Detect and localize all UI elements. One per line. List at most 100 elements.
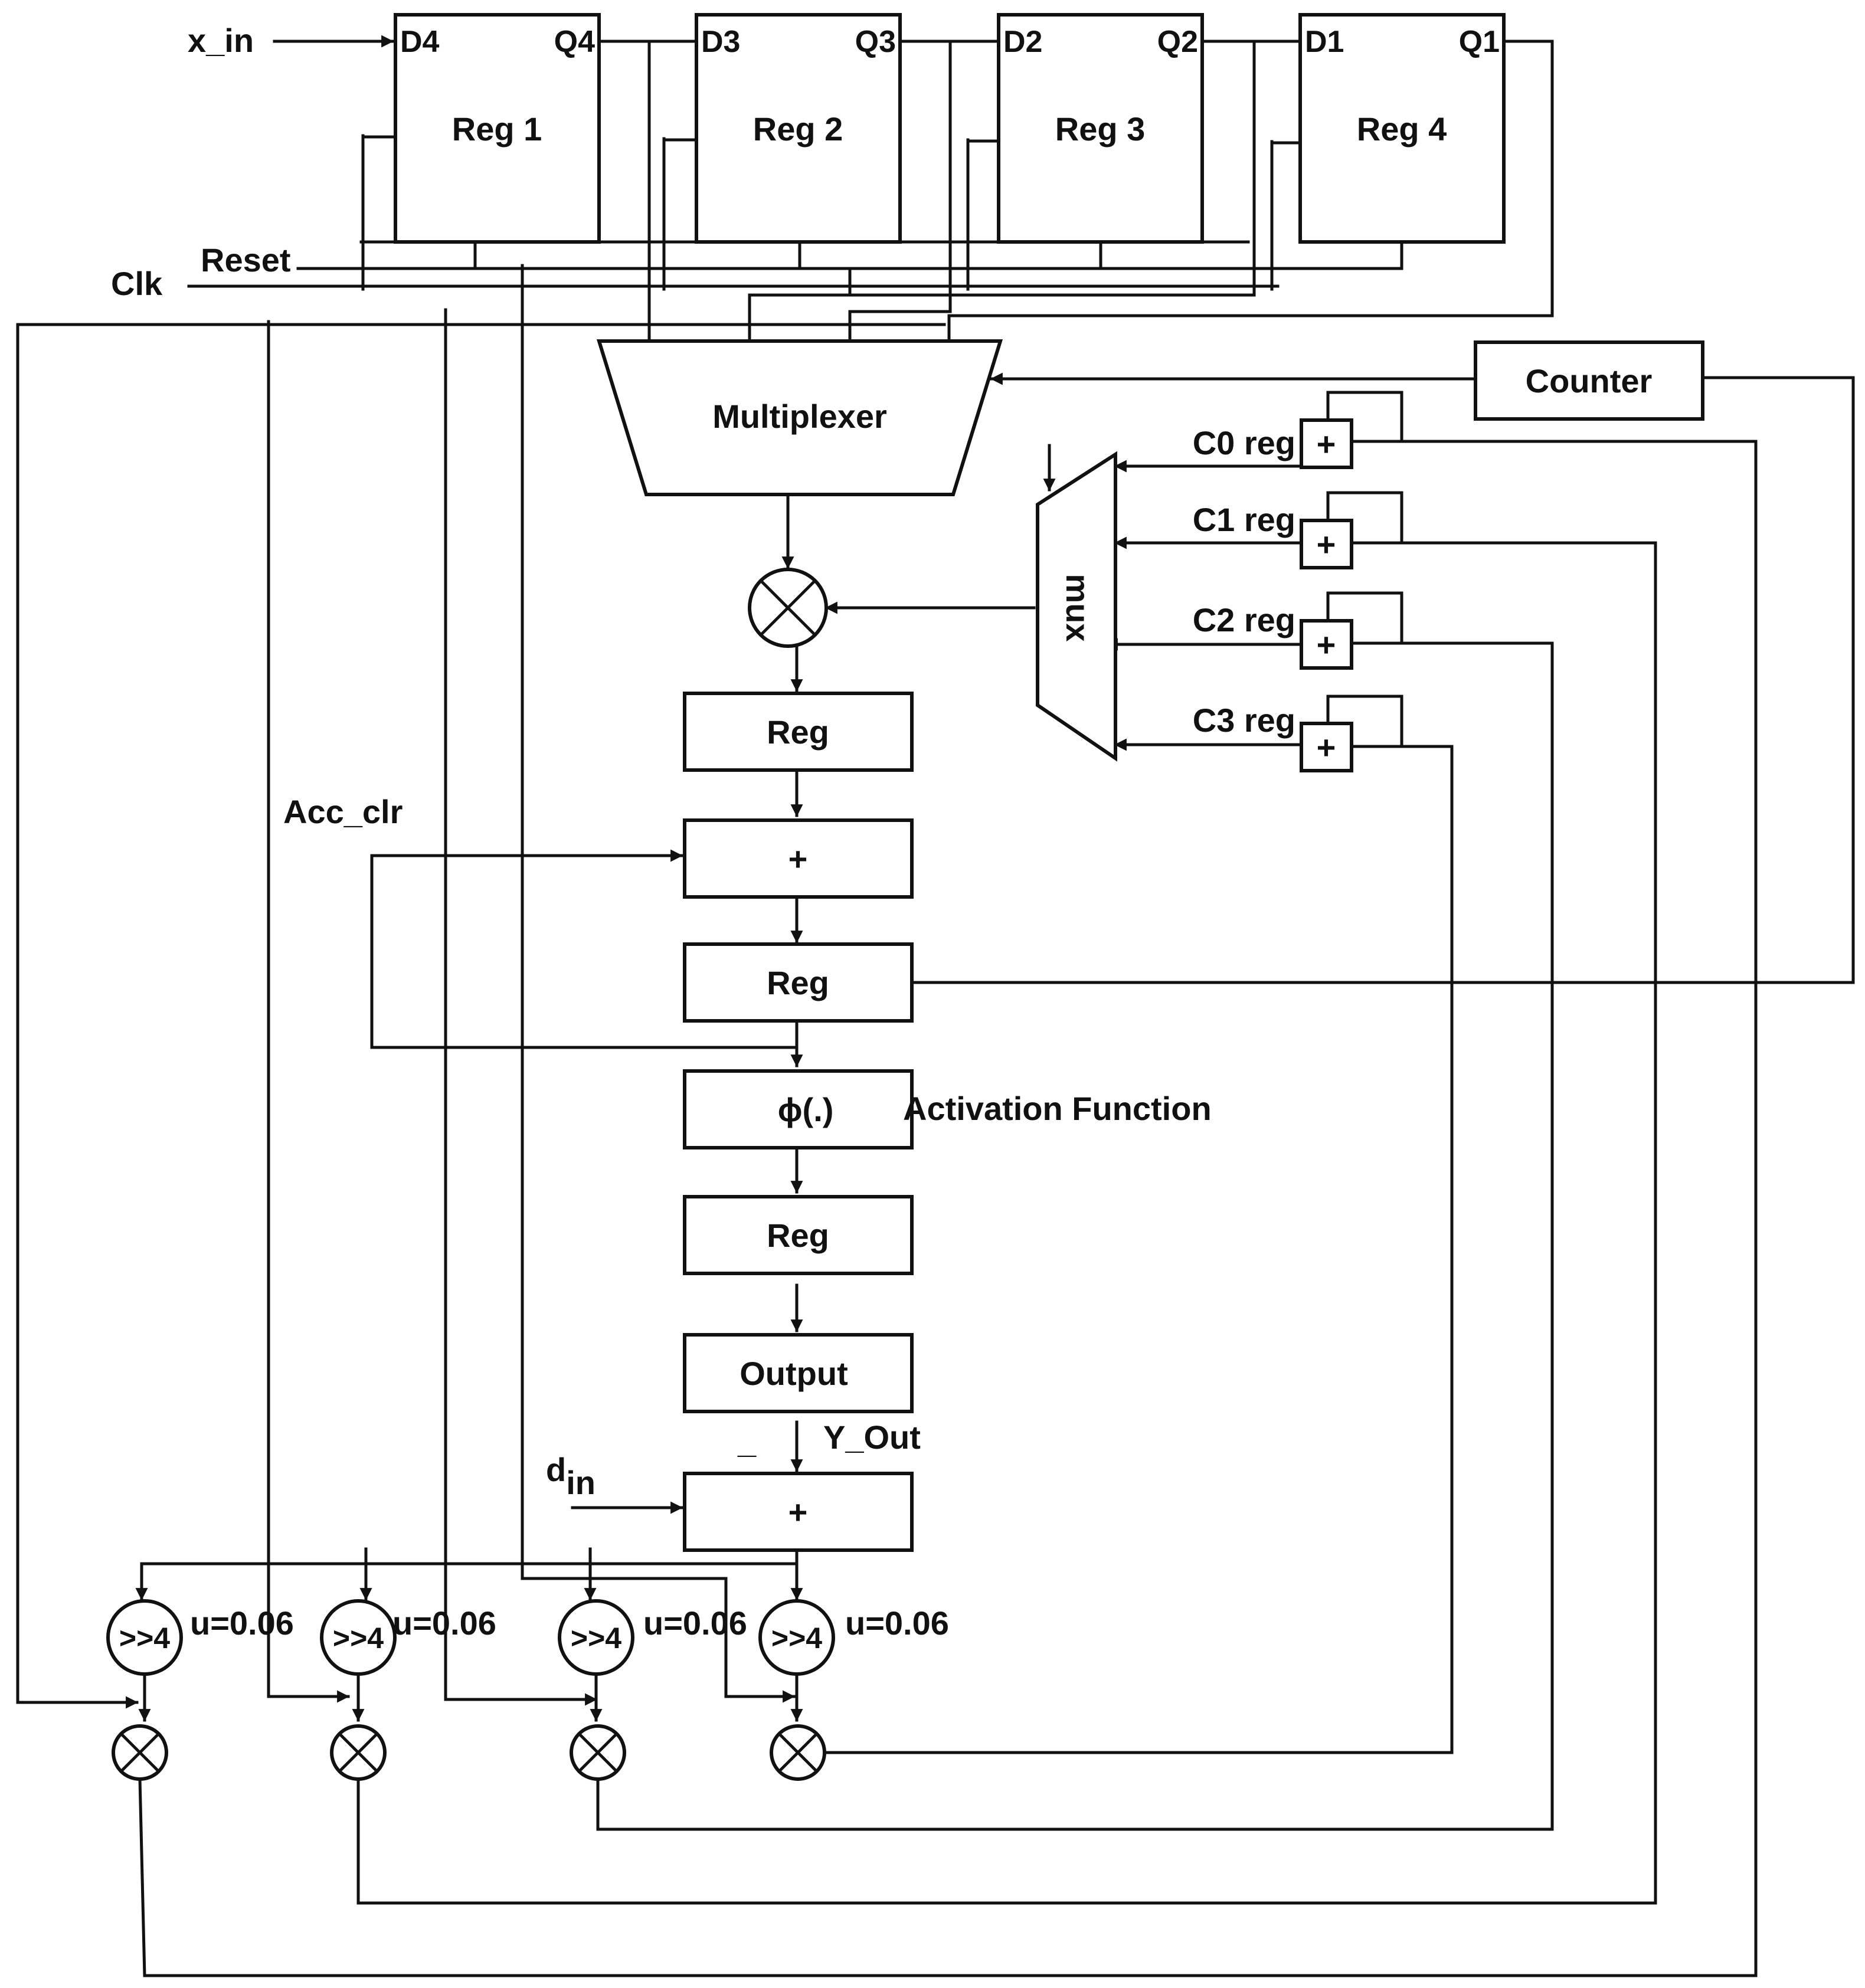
rail-tap-3 xyxy=(444,308,598,1706)
c3-adder-sign: + xyxy=(1317,729,1336,766)
register-reg-2-label: Reg 2 xyxy=(753,110,843,148)
wire-acc-clr-loop xyxy=(370,854,799,1049)
pipeline-reg-3-label: Reg xyxy=(767,1217,829,1254)
register-reg-2-q-pin: Q3 xyxy=(855,25,896,59)
mu-label-4: u=0.06 xyxy=(845,1604,949,1642)
rail-tap-1 xyxy=(16,323,139,1709)
wire-return-c1 xyxy=(356,541,1657,1905)
coefficient-c3: + C3 reg xyxy=(1193,702,1353,772)
rail-tap-4 xyxy=(521,264,796,1703)
d-in-main: d xyxy=(546,1451,566,1488)
register-reg-2-body xyxy=(695,13,902,244)
register-reg-2-d-pin: D3 xyxy=(701,25,740,59)
mu-label-1: u=0.06 xyxy=(190,1604,294,1642)
wire-return-c0 xyxy=(138,440,1758,1977)
activation-function-label: Activation Function xyxy=(903,1090,1212,1127)
y-out-bar: _ xyxy=(737,1423,757,1460)
shift-unit-1-label: >>4 xyxy=(119,1622,170,1655)
register-reg-4-body xyxy=(1298,13,1506,244)
c0-adder xyxy=(1300,418,1353,469)
register-reg-1: D4 Q4 Reg 1 xyxy=(394,13,601,244)
coefficient-c2: + C2 reg xyxy=(1193,601,1353,670)
pipeline-reg-1-label: Reg xyxy=(767,713,829,751)
rail-tap-2 xyxy=(267,320,350,1703)
register-reg-4-q-pin: Q1 xyxy=(1459,25,1500,59)
register-reg-4-d-pin: D1 xyxy=(1305,25,1344,59)
loop-c3 xyxy=(1326,695,1403,748)
pipeline-reg-2-label: Reg xyxy=(767,964,829,1001)
update-multiplier-3 xyxy=(570,1724,626,1781)
acc-clr-label: Acc_clr xyxy=(283,793,403,830)
loop-c0 xyxy=(1326,391,1403,443)
c1-adder-sign: + xyxy=(1317,526,1336,563)
reset-label: Reset xyxy=(201,241,291,279)
c1-reg-label: C1 reg xyxy=(1193,501,1295,538)
output-label: Output xyxy=(740,1355,848,1392)
shift-unit-3-circle xyxy=(558,1599,634,1676)
counter-label: Counter xyxy=(1526,362,1653,399)
shift-unit-4-circle xyxy=(758,1599,835,1676)
activation-block xyxy=(683,1069,914,1149)
shift-unit-2-circle xyxy=(320,1599,397,1676)
mu-label-2: u=0.06 xyxy=(392,1604,496,1642)
update-multiplier-1 xyxy=(112,1724,168,1781)
shift-unit-2-label: >>4 xyxy=(333,1622,384,1655)
wire-q3-tap xyxy=(848,40,952,343)
register-reg-3: D2 Q2 Reg 3 xyxy=(997,13,1204,244)
register-reg-3-d-pin: D2 xyxy=(1003,25,1042,59)
c2-adder-sign: + xyxy=(1317,626,1336,663)
output-block xyxy=(683,1333,914,1413)
coefficient-c1: + C1 reg xyxy=(1193,501,1353,569)
main-multiplier-cross-icon xyxy=(758,578,817,637)
wire-q1-to-multiplexer xyxy=(947,40,1554,343)
wires xyxy=(16,35,1855,1977)
mu-label-3: u=0.06 xyxy=(643,1604,747,1642)
main-multiplier xyxy=(748,568,828,648)
shift-unit-3-label: >>4 xyxy=(571,1622,621,1655)
wire-q2-tap xyxy=(748,40,1256,343)
accumulator-adder xyxy=(683,818,914,899)
c0-reg-label: C0 reg xyxy=(1193,424,1295,461)
pipeline-reg-2 xyxy=(683,942,914,1023)
pipeline-reg-3 xyxy=(683,1195,914,1275)
error-adder-sign: + xyxy=(788,1494,808,1531)
shift-unit-3: >>4 u=0.06 xyxy=(558,1599,747,1676)
register-reg-3-q-pin: Q2 xyxy=(1157,25,1198,59)
shift-unit-1: >>4 u=0.06 xyxy=(106,1599,294,1676)
multiplexer-label: Multiplexer xyxy=(712,398,887,435)
d-in-label: din xyxy=(546,1451,596,1501)
error-adder xyxy=(683,1472,914,1552)
register-reg-3-label: Reg 3 xyxy=(1055,110,1146,148)
c3-adder xyxy=(1300,722,1353,772)
register-reg-1-q-pin: Q4 xyxy=(554,25,595,59)
update-multiplier-1-cross-icon xyxy=(119,1731,161,1774)
loop-c1 xyxy=(1326,491,1403,545)
loop-c2 xyxy=(1326,591,1403,645)
shift-unit-1-circle xyxy=(106,1599,183,1676)
clk-label: Clk xyxy=(111,265,163,302)
register-reg-1-label: Reg 1 xyxy=(452,110,542,148)
multiplexer-block xyxy=(596,339,1003,496)
update-multiplier-3-cross-icon xyxy=(577,1731,619,1774)
c3-reg-label: C3 reg xyxy=(1193,702,1295,739)
c2-reg-label: C2 reg xyxy=(1193,601,1295,638)
register-reg-4: D1 Q1 Reg 4 xyxy=(1298,13,1506,244)
shift-unit-4-label: >>4 xyxy=(771,1622,822,1655)
d-in-subscript: in xyxy=(566,1464,596,1501)
counter-block xyxy=(1474,340,1704,421)
shift-unit-4: >>4 u=0.06 xyxy=(758,1599,949,1676)
pipeline-reg-1 xyxy=(683,692,914,772)
register-reg-1-d-pin: D4 xyxy=(400,25,440,59)
register-reg-2: D3 Q3 Reg 2 xyxy=(695,13,902,244)
update-multiplier-2-cross-icon xyxy=(337,1731,379,1774)
register-reg-1-body xyxy=(394,13,601,244)
wire-acc-feedback xyxy=(910,376,1855,984)
update-multiplier-4-cross-icon xyxy=(777,1731,819,1774)
x-in-label: x_in xyxy=(188,22,254,59)
c0-adder-sign: + xyxy=(1317,425,1336,463)
c1-adder xyxy=(1300,519,1353,569)
shift-unit-2: >>4 u=0.06 xyxy=(320,1599,496,1676)
register-reg-3-body xyxy=(997,13,1204,244)
c2-adder xyxy=(1300,619,1353,670)
